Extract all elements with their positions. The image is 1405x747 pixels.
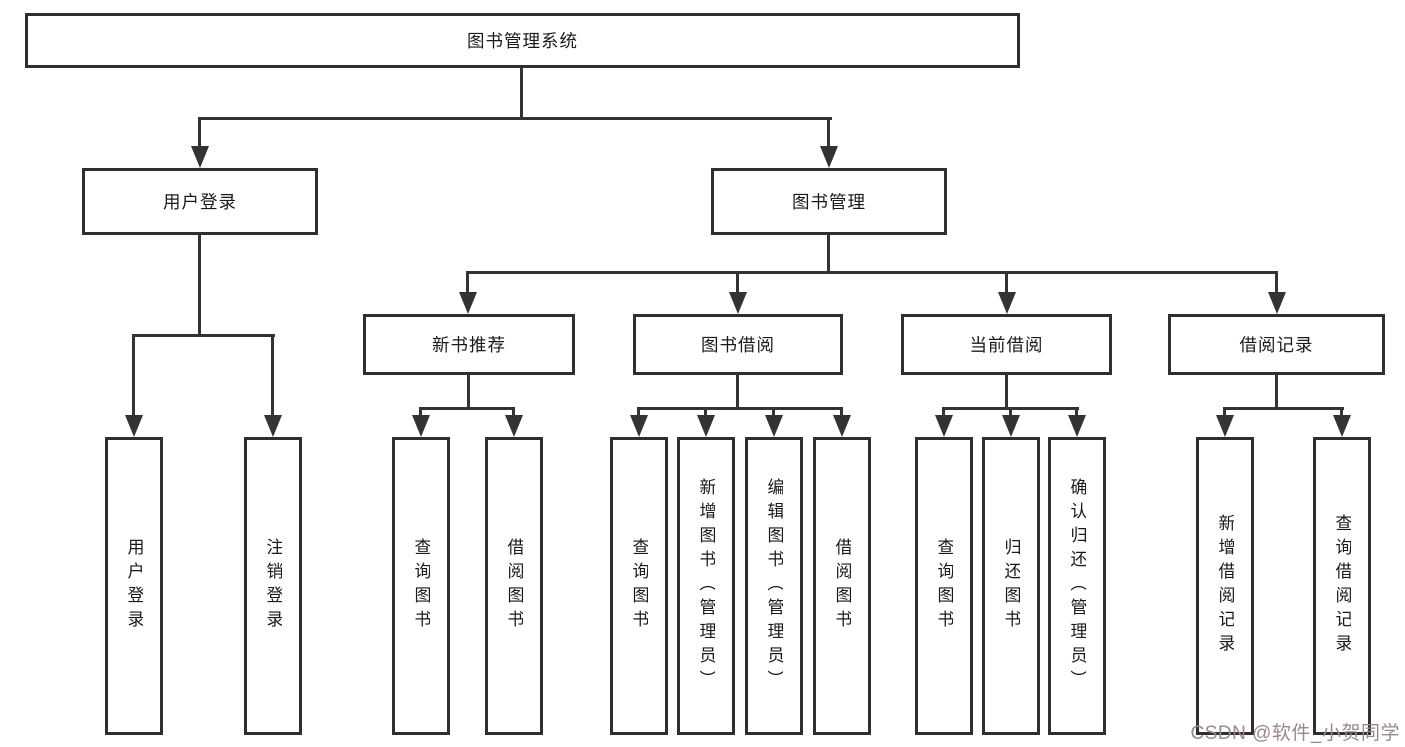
connector-line xyxy=(840,407,843,417)
connector-line xyxy=(827,117,830,148)
leaf-add-borrow-record: 新增借阅记录 xyxy=(1196,437,1254,735)
node-label: 图书管理系统 xyxy=(467,31,578,51)
node-label: 当前借阅 xyxy=(969,335,1044,355)
connector-line xyxy=(1275,375,1278,409)
leaf-return-books: 归还图书 xyxy=(982,437,1040,735)
leaf-query-books-current: 查询图书 xyxy=(915,437,973,735)
connector-line xyxy=(637,407,843,410)
connector-line xyxy=(1223,407,1226,417)
node-label: 用户登录 xyxy=(163,192,237,212)
connector-line xyxy=(467,375,470,409)
arrow-down-icon xyxy=(125,415,143,437)
connector-line xyxy=(1009,407,1012,417)
arrow-down-icon xyxy=(459,292,477,314)
arrow-down-icon xyxy=(412,415,430,437)
arrow-down-icon xyxy=(1268,292,1286,314)
connector-line xyxy=(1005,375,1008,409)
arrow-down-icon xyxy=(765,415,783,437)
connector-line xyxy=(736,375,739,409)
connector-line xyxy=(466,271,1278,274)
leaf-label: 用户登录 xyxy=(125,538,143,634)
arrow-down-icon xyxy=(820,146,838,168)
leaf-borrow-books-new: 借阅图书 xyxy=(485,437,543,735)
leaf-label: 归还图书 xyxy=(1002,538,1020,634)
arrow-down-icon xyxy=(264,415,282,437)
connector-line xyxy=(637,407,640,417)
node-label: 新书推荐 xyxy=(432,335,506,355)
leaf-label: 新增图书（管理员） xyxy=(697,478,715,694)
leaf-label: 查询图书 xyxy=(935,538,953,634)
arrow-down-icon xyxy=(697,415,715,437)
arrow-down-icon xyxy=(833,415,851,437)
node-book-management: 图书管理 xyxy=(711,168,947,235)
connector-line xyxy=(198,117,201,148)
connector-line xyxy=(1223,407,1344,410)
connector-line xyxy=(271,334,274,417)
connector-line xyxy=(419,407,422,417)
connector-line xyxy=(704,407,707,417)
connector-line xyxy=(1340,407,1343,417)
connector-line xyxy=(1075,407,1078,417)
node-new-book-recommend: 新书推荐 xyxy=(363,314,575,375)
leaf-label: 确认归还（管理员） xyxy=(1068,478,1086,694)
leaf-label: 查询图书 xyxy=(412,538,430,634)
arrow-down-icon xyxy=(505,415,523,437)
arrow-down-icon xyxy=(630,415,648,437)
leaf-logout: 注销登录 xyxy=(244,437,302,735)
arrow-down-icon xyxy=(1002,415,1020,437)
leaf-confirm-return-admin: 确认归还（管理员） xyxy=(1048,437,1106,735)
leaf-label: 注销登录 xyxy=(264,538,282,634)
leaf-query-books-new: 查询图书 xyxy=(392,437,450,735)
node-label: 图书管理 xyxy=(792,192,866,212)
connector-line xyxy=(736,271,739,294)
node-label: 图书借阅 xyxy=(701,335,775,355)
connector-line xyxy=(942,407,945,417)
arrow-down-icon xyxy=(1068,415,1086,437)
node-borrow-records: 借阅记录 xyxy=(1168,314,1385,375)
leaf-label: 编辑图书（管理员） xyxy=(765,478,783,694)
connector-line xyxy=(132,334,135,417)
leaf-label: 查询图书 xyxy=(630,538,648,634)
arrow-down-icon xyxy=(935,415,953,437)
node-book-borrowing: 图书借阅 xyxy=(633,314,843,375)
connector-line xyxy=(419,407,515,410)
connector-line xyxy=(512,407,515,417)
node-user-login: 用户登录 xyxy=(82,168,318,235)
leaf-add-books-admin: 新增图书（管理员） xyxy=(677,437,735,735)
leaf-query-books-borrow: 查询图书 xyxy=(610,437,668,735)
leaf-edit-books-admin: 编辑图书（管理员） xyxy=(745,437,803,735)
connector-line xyxy=(198,117,832,120)
node-current-borrowing: 当前借阅 xyxy=(901,314,1112,375)
connector-line xyxy=(520,68,523,120)
connector-line xyxy=(827,235,830,274)
leaf-query-borrow-record: 查询借阅记录 xyxy=(1313,437,1371,735)
connector-line xyxy=(198,235,201,337)
arrow-down-icon xyxy=(729,292,747,314)
connector-line xyxy=(466,271,469,294)
node-root-library-system: 图书管理系统 xyxy=(25,13,1020,68)
arrow-down-icon xyxy=(1216,415,1234,437)
arrow-down-icon xyxy=(1333,415,1351,437)
leaf-label: 查询借阅记录 xyxy=(1333,514,1351,658)
arrow-down-icon xyxy=(191,146,209,168)
csdn-watermark: CSDN @软件_小贺同学 xyxy=(1190,723,1400,744)
connector-line xyxy=(772,407,775,417)
leaf-user-login: 用户登录 xyxy=(105,437,163,735)
leaf-label: 借阅图书 xyxy=(505,538,523,634)
connector-line xyxy=(1005,271,1008,294)
node-label: 借阅记录 xyxy=(1239,335,1314,355)
arrow-down-icon xyxy=(998,292,1016,314)
connector-line xyxy=(132,334,275,337)
leaf-label: 新增借阅记录 xyxy=(1216,514,1234,658)
leaf-borrow-books: 借阅图书 xyxy=(813,437,871,735)
connector-line xyxy=(1275,271,1278,294)
leaf-label: 借阅图书 xyxy=(833,538,851,634)
